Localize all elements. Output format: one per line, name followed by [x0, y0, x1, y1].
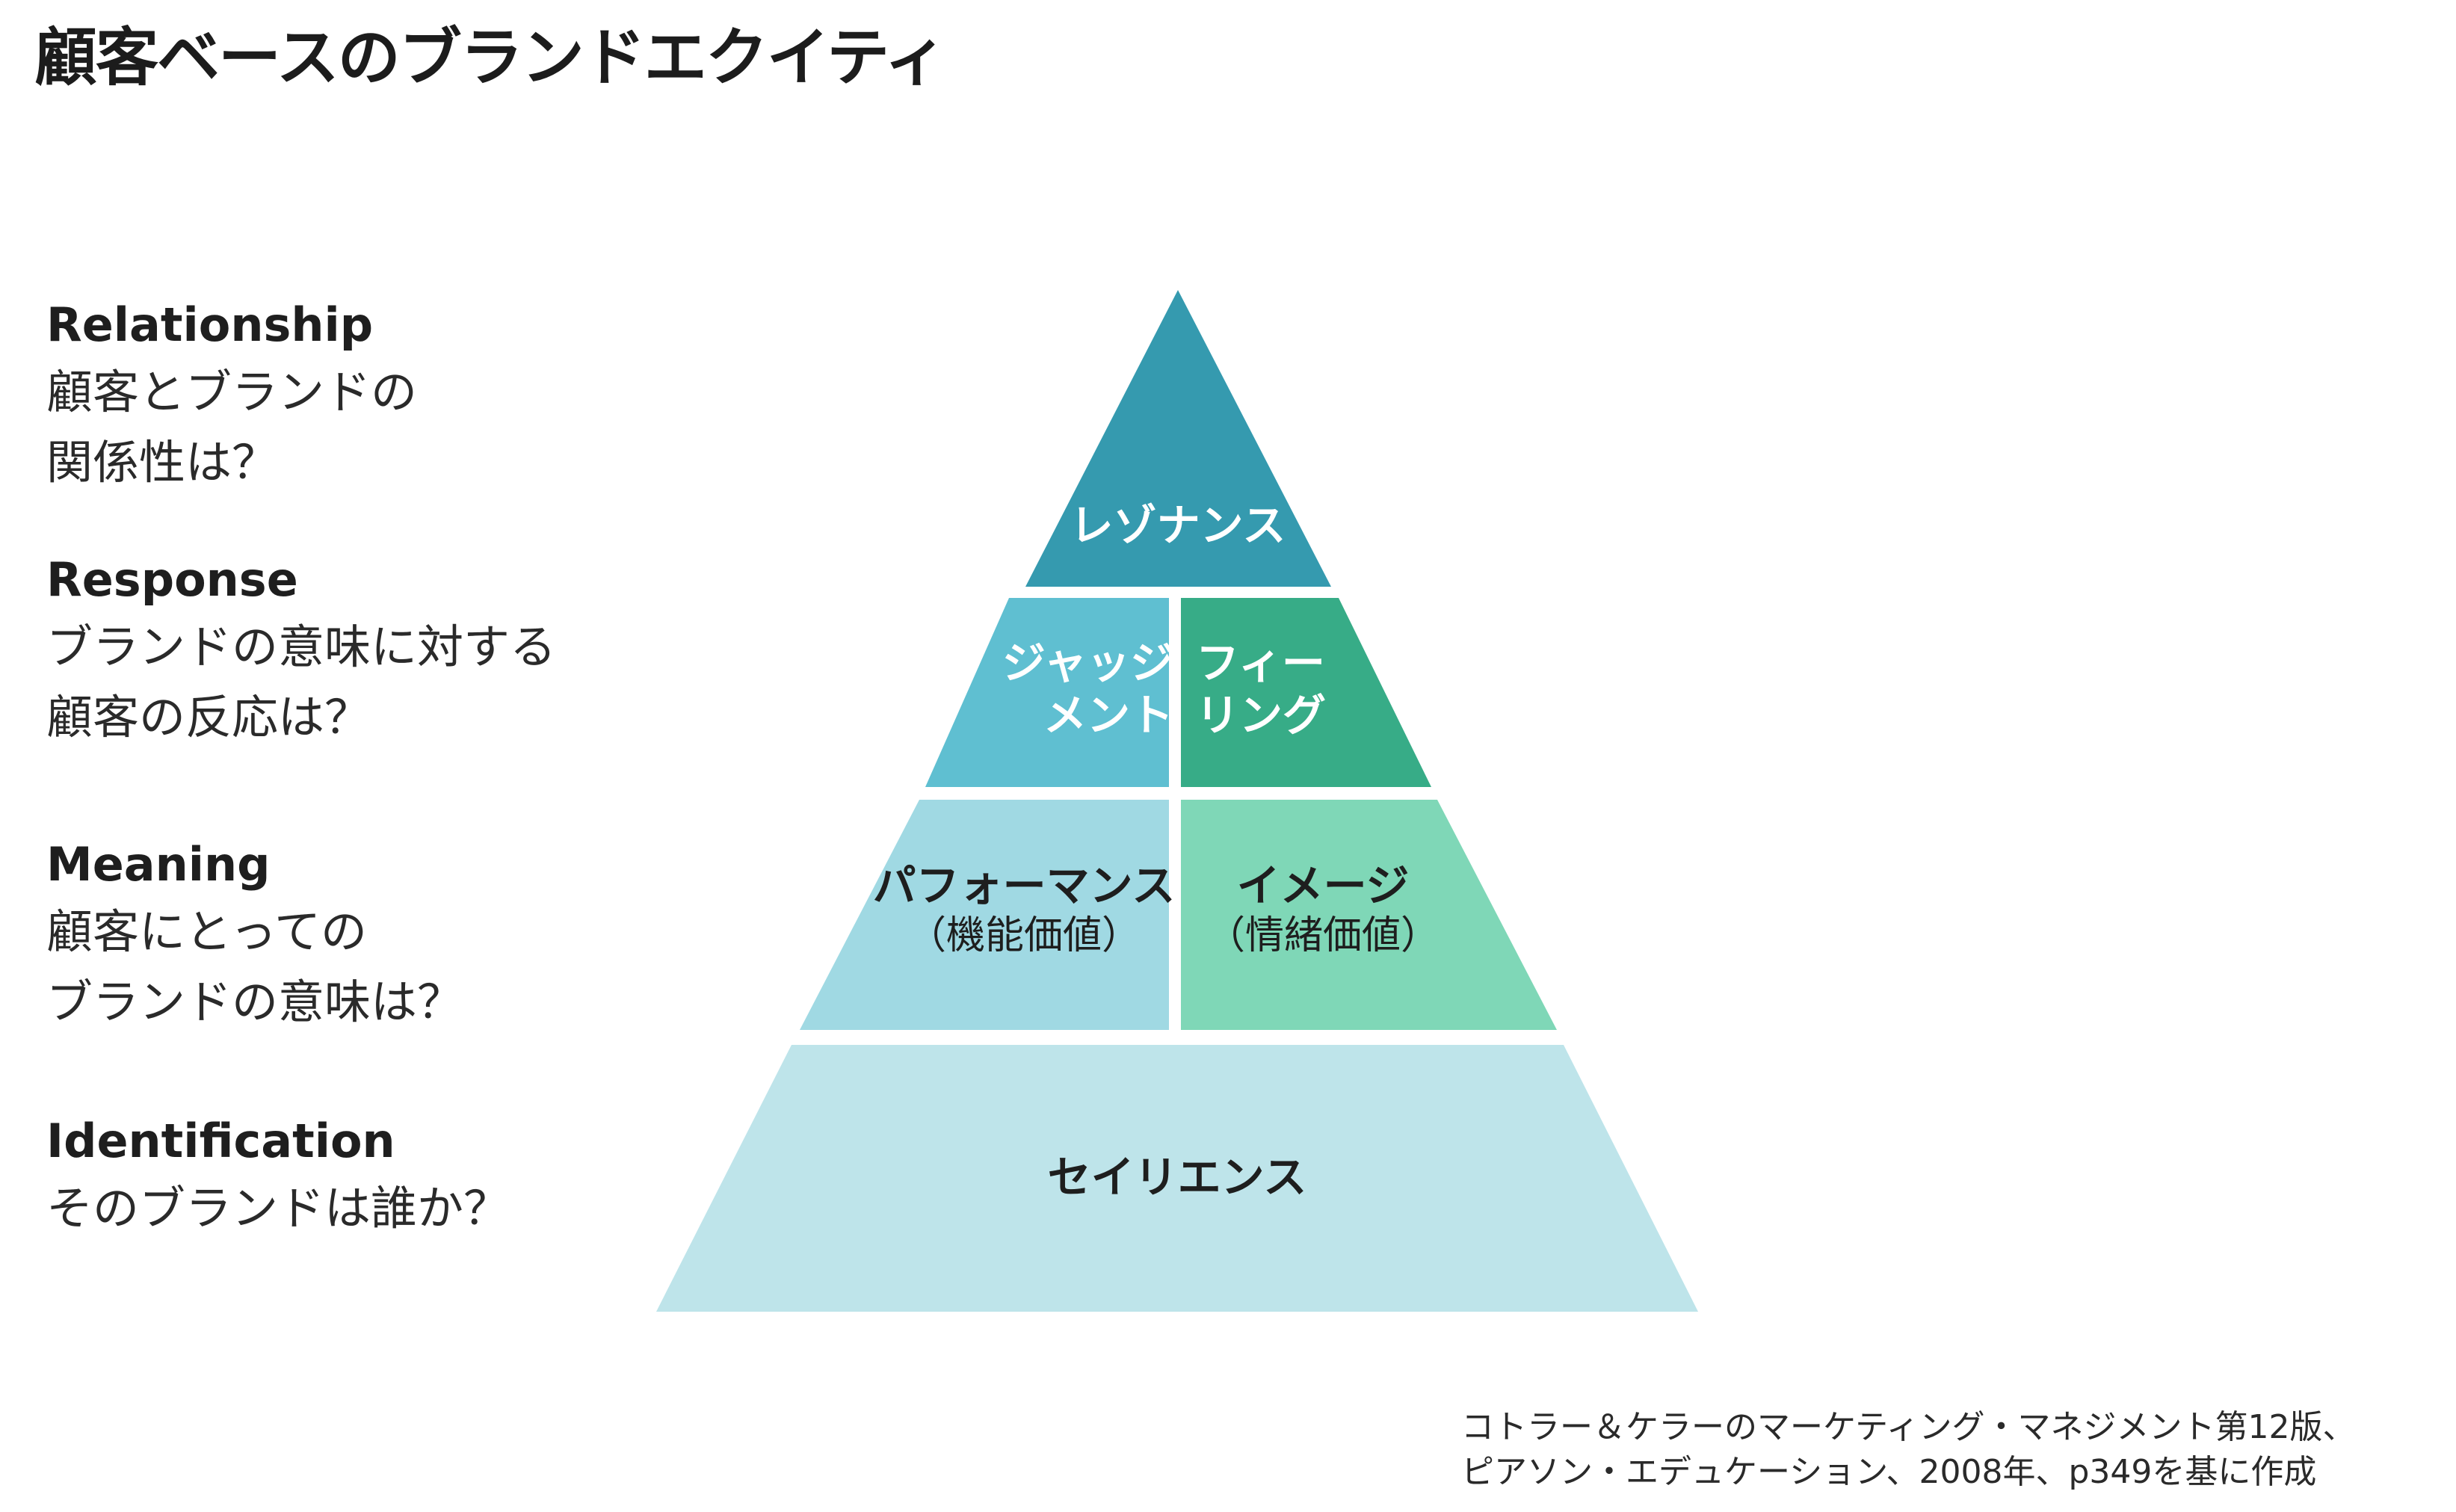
level-jp-line: 顧客とブランドの: [46, 365, 418, 419]
feelings-label: フィー リング: [1196, 638, 1327, 741]
imagery-segment: [1181, 800, 1557, 1030]
source-note: コトラー＆ケラーのマーケティング・マネジメント第12版、 ピアソン・エデュケーシ…: [1461, 1405, 2355, 1495]
performance-segment: [800, 800, 1169, 1030]
level-en-label: Meaning: [46, 837, 271, 892]
performance-label: パフォーマンス （機能価値）: [872, 860, 1176, 958]
level-jp-line: 顧客の反応は？: [46, 690, 371, 744]
level-en-label: Relationship: [46, 297, 374, 352]
salience-label: セイリエンス: [1047, 1152, 1307, 1203]
level-meaning: Meaning 顧客にとっての ブランドの意味は？: [46, 833, 644, 1037]
page-title: 顧客ベースのブランドエクイティ: [34, 21, 947, 94]
level-relationship: Relationship 顧客とブランドの 関係性は？: [46, 293, 644, 498]
source-line: ピアソン・エデュケーション、2008年、p349を基に作成: [1461, 1453, 2317, 1491]
source-line: コトラー＆ケラーのマーケティング・マネジメント第12版、: [1461, 1408, 2356, 1446]
salience-segment: [656, 1045, 1698, 1312]
level-en-label: Identification: [46, 1114, 395, 1168]
level-en-label: Response: [46, 552, 298, 607]
level-jp-line: そのブランドは誰か？: [46, 1181, 510, 1235]
level-jp-line: 顧客にとっての: [46, 904, 368, 959]
level-jp-line: ブランドの意味は？: [46, 975, 464, 1029]
imagery-label: イメージ （情緒価値）: [1206, 860, 1440, 958]
resonance-label: レゾナンス: [1070, 500, 1286, 551]
level-identification: Identification そのブランドは誰か？: [46, 1109, 644, 1244]
judgments-label: ジャッジ メント: [1002, 638, 1173, 741]
resonance-segment: [1025, 290, 1331, 587]
feelings-segment: [1181, 598, 1431, 787]
level-jp-line: 関係性は？: [46, 435, 279, 490]
level-jp-line: ブランドの意味に対する: [46, 620, 557, 674]
level-response: Response ブランドの意味に対する 顧客の反応は？: [46, 548, 644, 753]
judgments-segment: [925, 598, 1169, 787]
